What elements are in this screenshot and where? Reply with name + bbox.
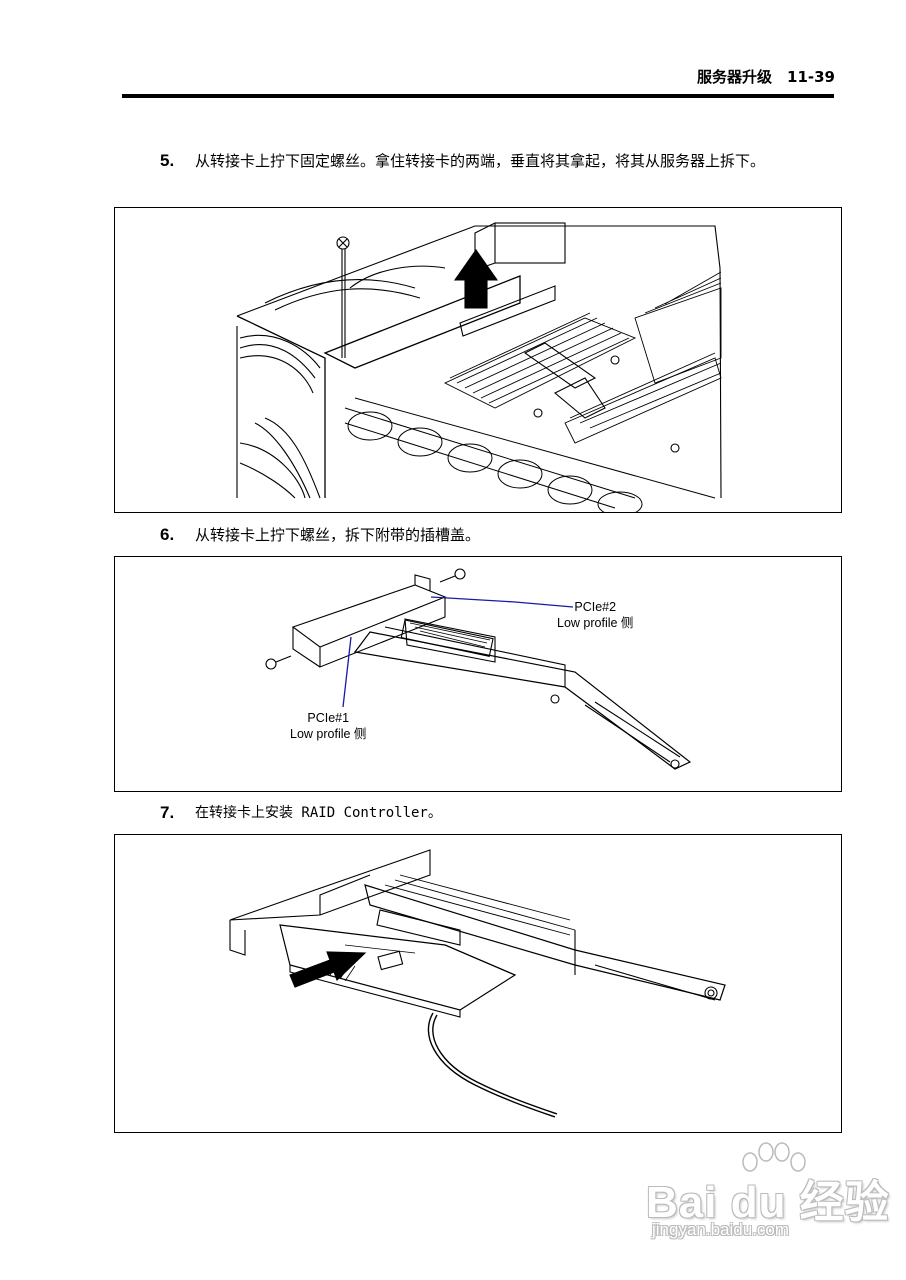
step-number: 5. [160, 151, 175, 170]
step-number: 6. [160, 525, 175, 544]
callout-pcie1-side: Low profile 侧 [290, 727, 367, 741]
watermark-brand: Bai du 经验 [646, 1178, 890, 1227]
leader-line-pcie1 [342, 636, 352, 708]
paw-icon [742, 1142, 806, 1172]
figure-remove-riser [114, 207, 842, 513]
callout-pcie1-name: PCIe#1 [307, 711, 350, 725]
illustration-raid-controller-install [229, 849, 726, 1118]
page-header: 服务器升级 11-39 [0, 60, 906, 100]
callout-pcie2: PCIe#2 Low profile 侧 [557, 599, 633, 631]
baidu-watermark: Bai du 经验 jingyan.baidu.com [640, 1140, 889, 1250]
callout-pcie2-name: PCIe#2 [574, 600, 617, 614]
step-number: 7. [160, 803, 175, 822]
step-text: 从转接卡上拧下固定螺丝。拿住转接卡的两端，垂直将其拿起，将其从服务器上拆下。 [195, 152, 766, 170]
watermark-url: jingyan.baidu.com [652, 1220, 790, 1239]
figure-remove-slot-cover: PCIe#2 Low profile 侧 PCIe#1 Low profile … [114, 556, 842, 792]
step-text: 在转接卡上安装 RAID Controller。 [195, 805, 442, 821]
callout-pcie2-side: Low profile 侧 [557, 616, 634, 630]
header-rule [122, 94, 834, 98]
figure-install-raid-controller [114, 834, 842, 1133]
callout-pcie1: PCIe#1 Low profile 侧 [290, 710, 366, 742]
illustration-riser-slot-cover [265, 568, 692, 770]
leader-line-pcie2 [430, 596, 574, 608]
step-text: 从转接卡上拧下螺丝，拆下附带的插槽盖。 [195, 526, 481, 544]
illustration-server-riser-removal [236, 222, 722, 512]
page-header-title: 服务器升级 11-39 [697, 68, 835, 86]
